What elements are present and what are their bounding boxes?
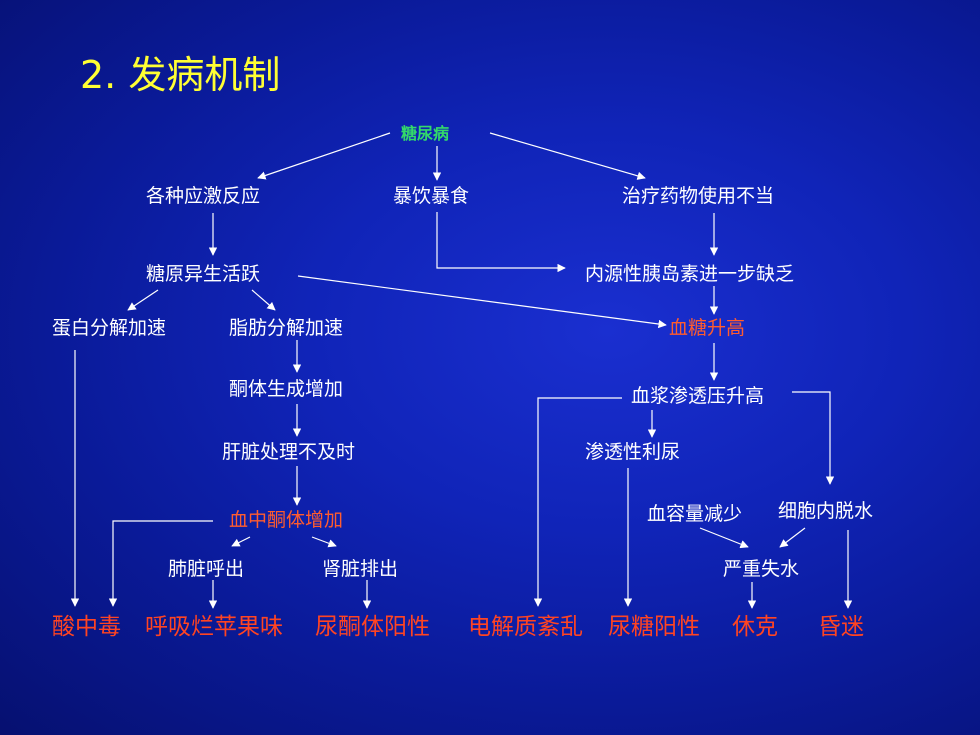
node-liver-processing: 肝脏处理不及时 bbox=[222, 441, 356, 463]
node-fat-breakdown: 脂肪分解加速 bbox=[229, 317, 344, 339]
node-ketone-production: 酮体生成增加 bbox=[229, 378, 344, 400]
node-improper-drug-use: 治疗药物使用不当 bbox=[622, 185, 775, 207]
arrow-gluconeo-hyperglycemia bbox=[297, 275, 667, 329]
node-stress-response: 各种应激反应 bbox=[146, 185, 261, 207]
node-diabetes: 糖尿病 bbox=[401, 124, 450, 143]
arrow-volume-severe bbox=[699, 527, 749, 549]
arrow-root-drug bbox=[489, 132, 646, 180]
outcome-fruity-breath: 呼吸烂苹果味 bbox=[145, 614, 283, 640]
outcome-coma: 昏迷 bbox=[818, 614, 864, 640]
arrow-gluconeo-fat bbox=[251, 289, 276, 311]
node-lung-exhalation: 肺脏呼出 bbox=[168, 558, 245, 580]
arrow-celldehyd-severe bbox=[779, 527, 806, 548]
arrow-binge-insulin bbox=[436, 212, 566, 273]
outcome-acidosis: 酸中毒 bbox=[52, 614, 121, 640]
node-hyperglycemia: 血糖升高 bbox=[669, 317, 746, 339]
arrow-root-stress bbox=[257, 132, 391, 180]
arrow-gluconeo-protein bbox=[127, 289, 159, 311]
arrow-bloodketone-lung bbox=[231, 536, 251, 547]
arrow-bloodketone-acidosis bbox=[108, 520, 213, 607]
outcome-shock: 休克 bbox=[732, 614, 778, 640]
node-gluconeogenesis: 糖原异生活跃 bbox=[146, 263, 261, 285]
node-protein-breakdown: 蛋白分解加速 bbox=[52, 317, 167, 339]
slide-title: 2. 发病机制 bbox=[80, 53, 281, 97]
node-insulin-deficiency: 内源性胰岛素进一步缺乏 bbox=[585, 263, 795, 285]
arrow-osmotic-electrolyte bbox=[533, 397, 622, 607]
node-binge-eating: 暴饮暴食 bbox=[393, 185, 470, 207]
node-osmotic-diuresis: 渗透性利尿 bbox=[585, 441, 681, 463]
outcome-glycosuria: 尿糖阳性 bbox=[608, 614, 700, 640]
node-kidney-excretion: 肾脏排出 bbox=[322, 558, 399, 580]
node-blood-ketone: 血中酮体增加 bbox=[229, 509, 344, 531]
node-plasma-osmolality: 血浆渗透压升高 bbox=[631, 385, 765, 407]
arrow-bloodketone-kidney bbox=[311, 536, 337, 548]
node-cell-dehydration: 细胞内脱水 bbox=[778, 500, 874, 522]
outcome-urine-ketone: 尿酮体阳性 bbox=[315, 614, 430, 640]
node-severe-dehydration: 严重失水 bbox=[723, 558, 800, 580]
outcome-electrolyte-imbalance: 电解质紊乱 bbox=[468, 614, 583, 640]
arrow-osmotic-celldehyd bbox=[792, 391, 835, 485]
node-blood-volume: 血容量减少 bbox=[647, 503, 743, 525]
